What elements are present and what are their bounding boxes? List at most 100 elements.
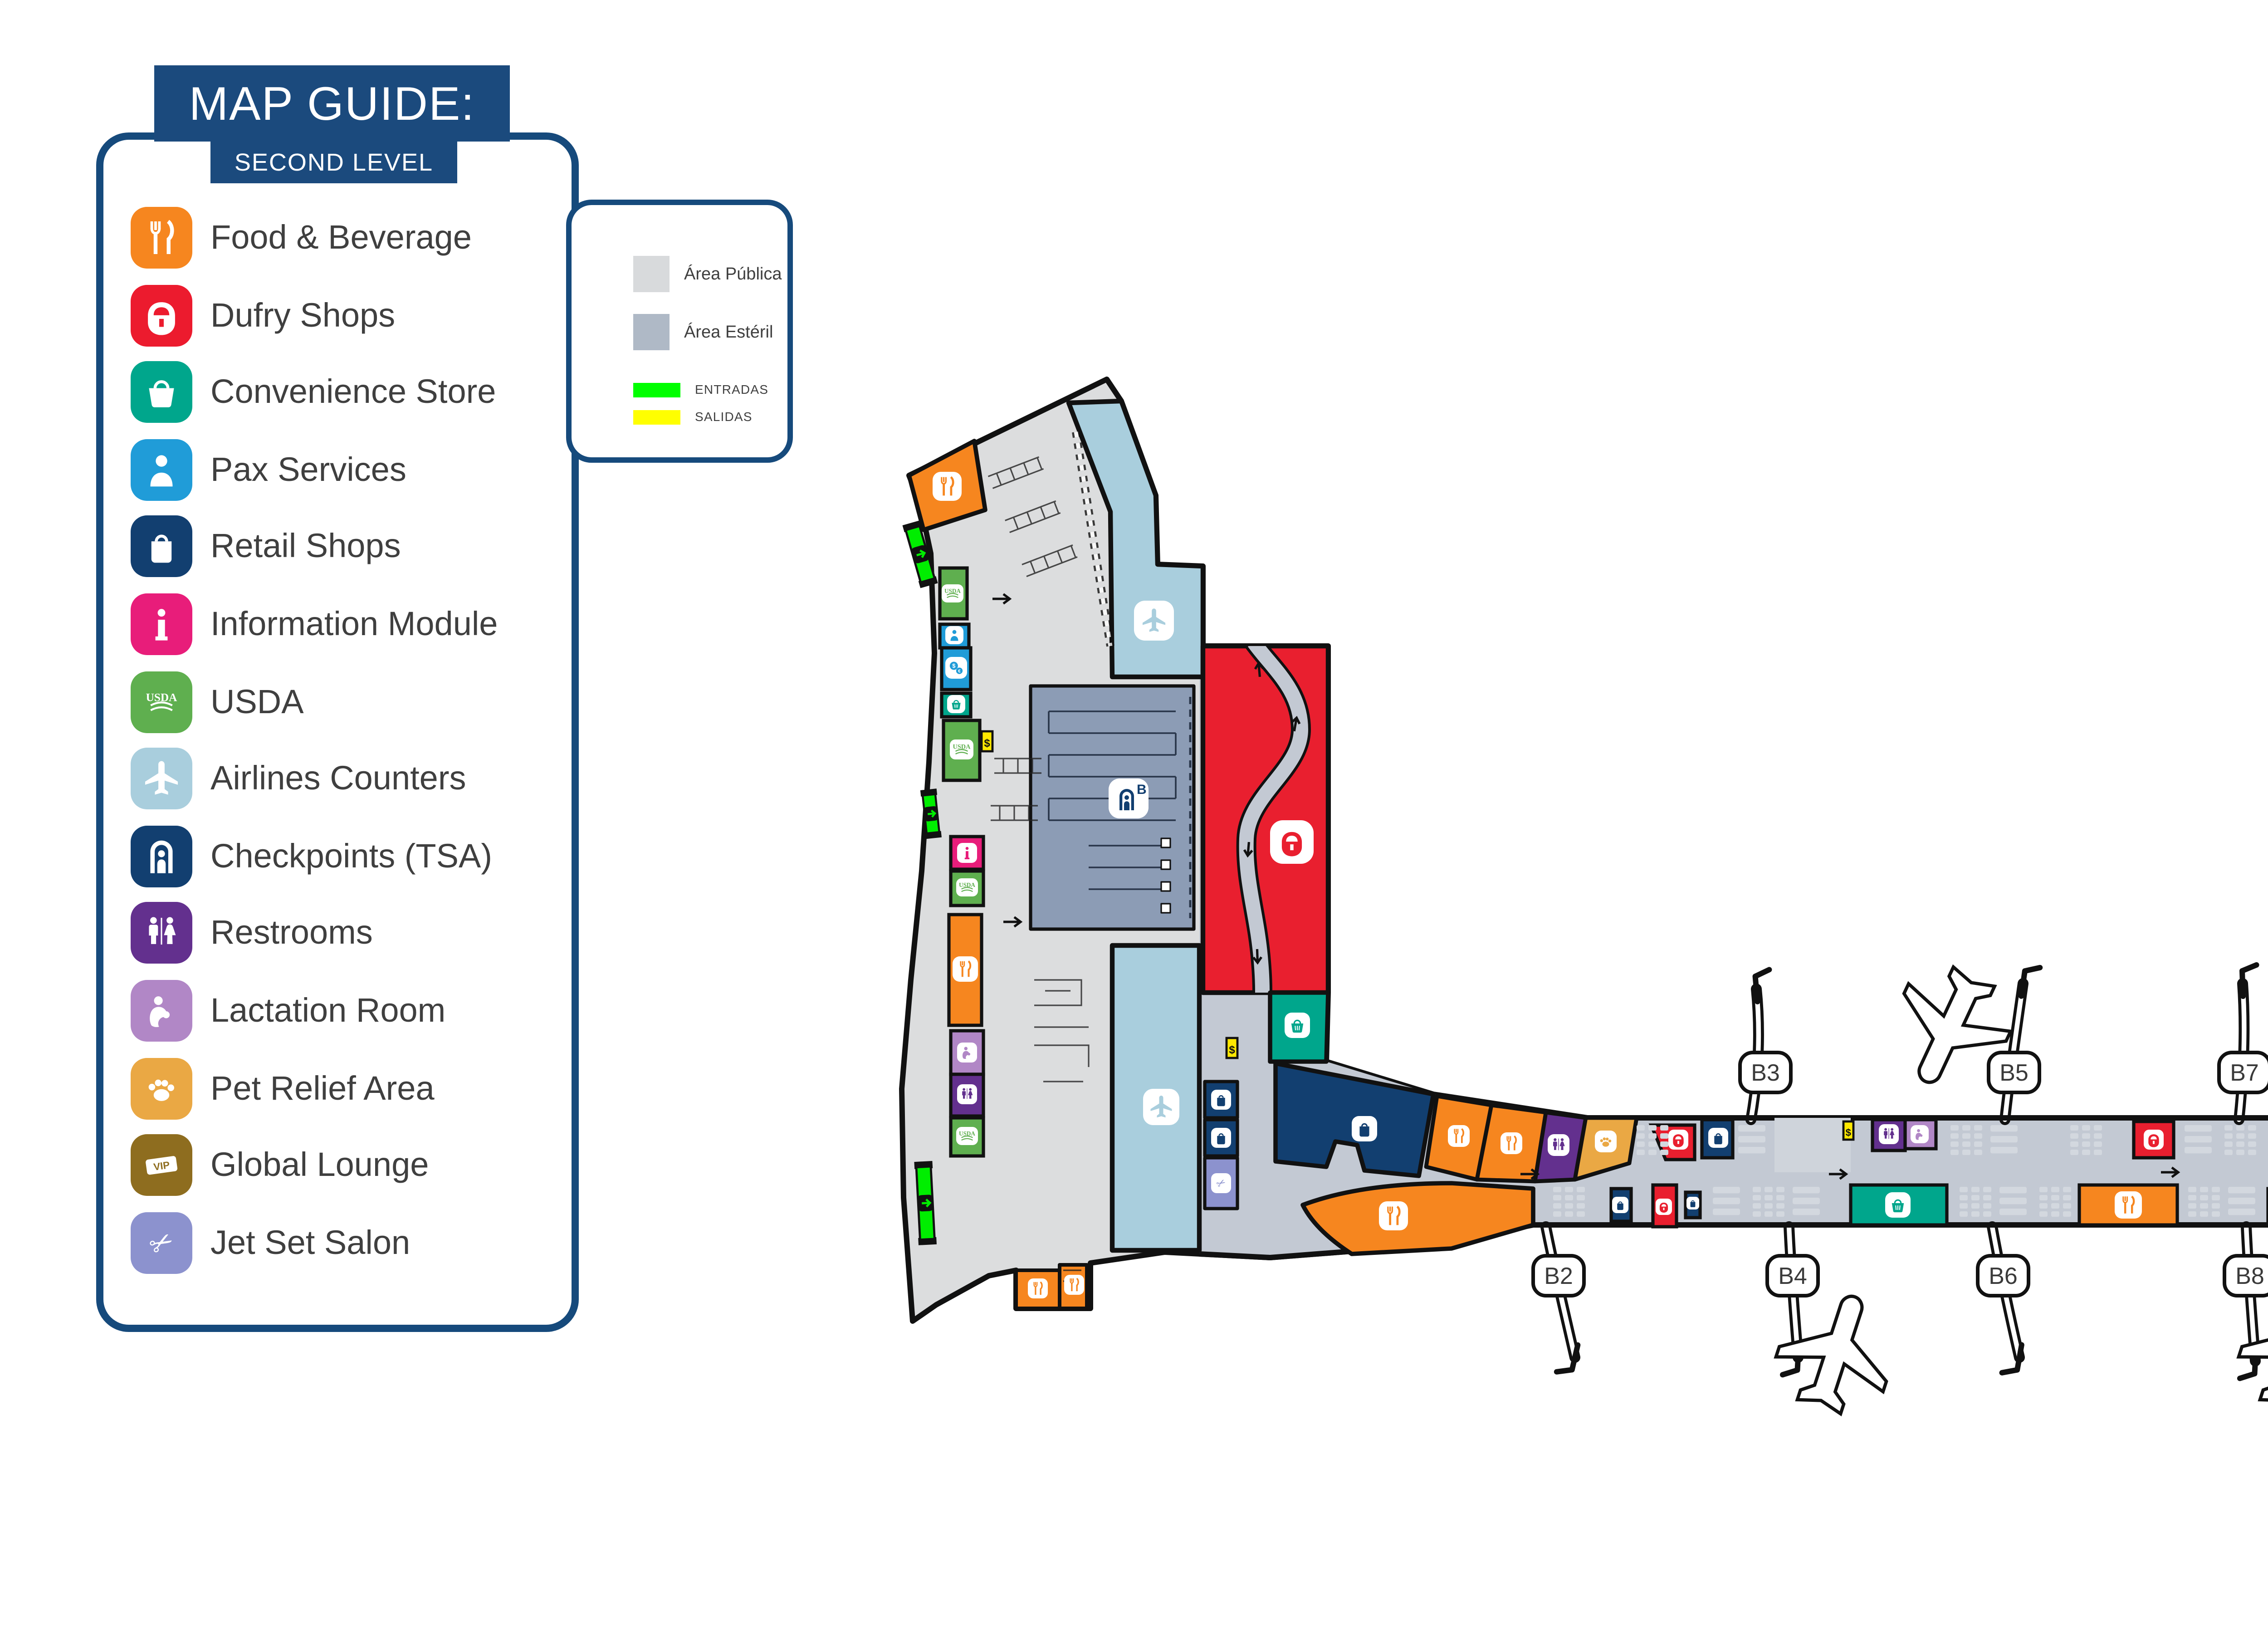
shopping-bag-icon [1211,1090,1231,1110]
legend-items: Food & Beverage Dufry Shops Convenience … [131,207,552,1273]
aircraft-silhouettes [1774,964,2268,1416]
lounge-room [1774,1118,1851,1172]
basket-icon [947,695,965,713]
legend-item-label: Lactation Room [210,990,446,1029]
currency-exchange-icon [945,657,967,679]
dutyfree-walkway [1236,646,1311,993]
legend-item-label: Convenience Store [210,372,496,411]
entrances-swatch [633,383,680,397]
legend-item-global-lounge: Global Lounge [131,1134,552,1196]
food-beverage-icon [2115,1191,2142,1219]
legend-item-label: Food & Beverage [210,218,472,256]
shopping-bag-icon [1686,1197,1699,1209]
gate-label-b8: B8 [2223,1254,2268,1297]
shopping-bag-icon [1352,1116,1377,1141]
map-icons: B [933,472,2164,1298]
usda-icon [131,671,192,733]
public-area-label: Área Pública [684,264,782,284]
gate-label-b7: B7 [2217,1051,2268,1094]
food-beverage-icon [1064,1275,1084,1295]
person-icon [945,626,963,644]
legend-item-dufry-shops: Dufry Shops [131,284,552,346]
paw-icon [131,1057,192,1119]
basket-icon [1885,1192,1911,1218]
svg-text:$: $ [1229,1044,1235,1056]
shopping-bag-icon [1612,1197,1628,1213]
head-areas [907,398,1639,1310]
entrance-mark [920,788,942,839]
legend-item-label: Information Module [210,604,498,642]
airplane-icon [131,748,192,810]
legend-item-label: Checkpoints (TSA) [210,836,492,874]
gate-label-b5: B5 [1987,1051,2041,1094]
food-beverage-icon [953,956,978,982]
legend-item-pet-relief-area: Pet Relief Area [131,1057,552,1119]
legend-item-label: Jet Set Salon [210,1222,411,1261]
sterile-area-legend: Área Estéril [633,314,773,350]
atm-mark: $ [980,730,994,753]
info-icon [957,843,977,863]
svg-text:B3: B3 [1751,1060,1780,1086]
legend-item-retail-shops: Retail Shops [131,516,552,578]
entrances-legend: ENTRADAS [633,383,768,397]
svg-text:B6: B6 [1989,1263,2018,1289]
public-area-legend: Área Pública [633,256,782,292]
usda-icon [956,878,978,896]
restroom-icon [131,902,192,965]
queue-gates [1160,837,1171,914]
food-beverage-icon [131,207,192,269]
sterile-area-swatch [633,314,670,350]
legend-item-restrooms: Restrooms [131,902,552,965]
sterile-area [1199,646,2268,1258]
shopping-bag-icon [131,516,192,578]
dufry-bag-icon [2144,1130,2164,1150]
legend-item-label: Airlines Counters [210,759,466,797]
queue-lines [1048,697,1192,918]
checkpoint-letter: B [1137,782,1147,797]
svg-text:B4: B4 [1778,1263,1807,1289]
gate-labels: B2 B3 B4 B5 B6 B7 B8 B9 B10 [1531,1051,2268,1297]
sterile-area-label: Área Estéril [684,322,773,342]
scissors-icon [1211,1173,1231,1193]
exits-label: SALIDAS [695,411,753,424]
gate-label-b2: B2 [1531,1254,1586,1297]
checkpoint-icon: B [1109,778,1149,818]
gate-bridge-b7 [2234,962,2259,1125]
page-title: MAP GUIDE: [154,65,510,142]
airplane-icon [1134,601,1174,641]
food-beverage-icon [933,472,962,501]
svg-text:B5: B5 [1999,1060,2028,1086]
svg-text:B2: B2 [1544,1263,1573,1289]
gate-bridge-b6 [1987,1221,2025,1376]
entrance-mark [902,520,938,588]
entrances-label: ENTRADAS [695,384,769,397]
legend-item-checkpoints-tsa: Checkpoints (TSA) [131,825,552,887]
legend-item-label: Restrooms [210,913,373,952]
legend-item-label: Pax Services [210,450,406,488]
checkin-desk-lines [987,431,1114,1282]
airplane-silhouette [2236,1294,2268,1416]
shopping-bag-icon [1708,1128,1728,1148]
exits-swatch [633,410,680,425]
gate-label-b4: B4 [1765,1254,1820,1297]
legend-item-food-beverage: Food & Beverage [131,207,552,269]
lactation-icon [957,1043,977,1062]
svg-text:B7: B7 [2230,1060,2259,1086]
entrance-marks [902,520,942,1245]
lactation-icon [1911,1125,1929,1143]
usda-block [942,719,982,782]
food-beverage-icon [1501,1132,1522,1154]
legend-item-pax-services: Pax Services [131,439,552,501]
gate-label-b3: B3 [1738,1051,1793,1094]
svg-text:B8: B8 [2235,1263,2264,1289]
dufry-bag-icon [131,284,192,346]
svg-text:$: $ [1846,1127,1851,1138]
person-icon [131,439,192,501]
basket-icon [131,361,192,423]
airplane-silhouette [1902,964,2013,1084]
vip-card-icon [131,1134,192,1196]
legend-item-lactation-room: Lactation Room [131,979,552,1042]
exits-legend: SALIDAS [633,410,753,425]
legend-item-jet-set-salon: Jet Set Salon [131,1211,552,1273]
